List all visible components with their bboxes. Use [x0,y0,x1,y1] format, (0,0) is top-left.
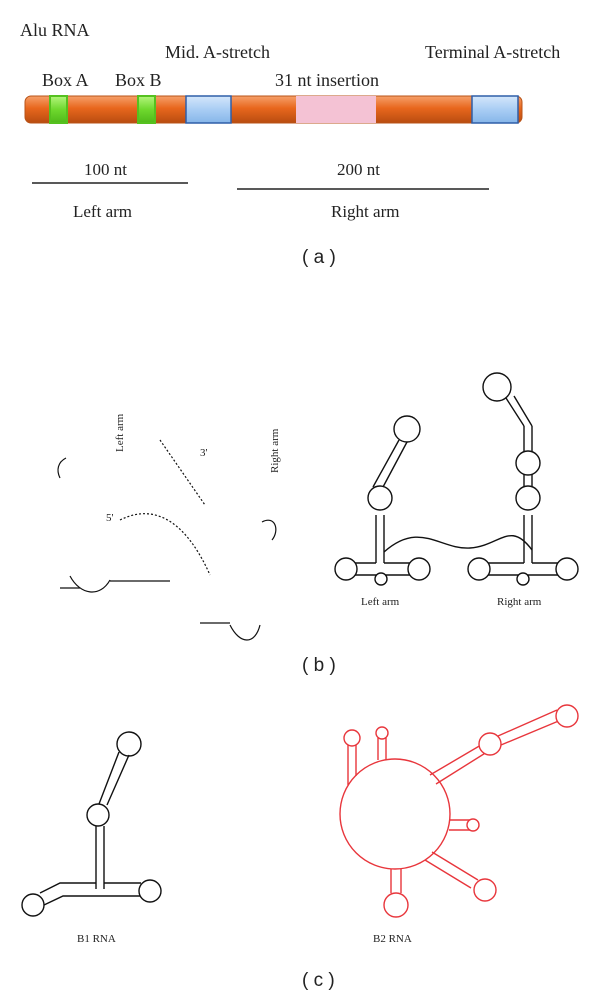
mid-a-stretch-region [186,96,231,123]
alu-schematic [335,373,578,585]
five-prime-label: 5' [106,512,113,524]
scale-100-label: 100 nt [84,160,127,180]
scale-200-label: 200 nt [337,160,380,180]
left-arm-label: Left arm [73,202,132,222]
panel-c-label: ( c ) [302,970,335,992]
panel-a-label: ( a ) [302,247,336,269]
schematic-left-arm-label: Left arm [361,596,399,608]
alu-rna-bar [25,96,522,123]
b1-rna-label: B1 RNA [77,933,116,945]
box-b-region [138,96,155,123]
insertion-region [296,96,376,123]
alu-secondary-structure [58,345,276,640]
three-prime-label: 3' [200,447,207,459]
schematic-right-arm-label: Right arm [497,596,541,608]
terminal-a-stretch-region [472,96,518,123]
box-a-region [50,96,67,123]
left-arm-vertical-label: Left arm [114,414,126,452]
b2-rna-label: B2 RNA [373,933,412,945]
panel-b-label: ( b ) [302,655,336,677]
b2-rna-structure [340,705,578,917]
right-arm-label: Right arm [331,202,399,222]
right-arm-vertical-label: Right arm [269,429,281,473]
b1-rna-structure [22,732,161,916]
